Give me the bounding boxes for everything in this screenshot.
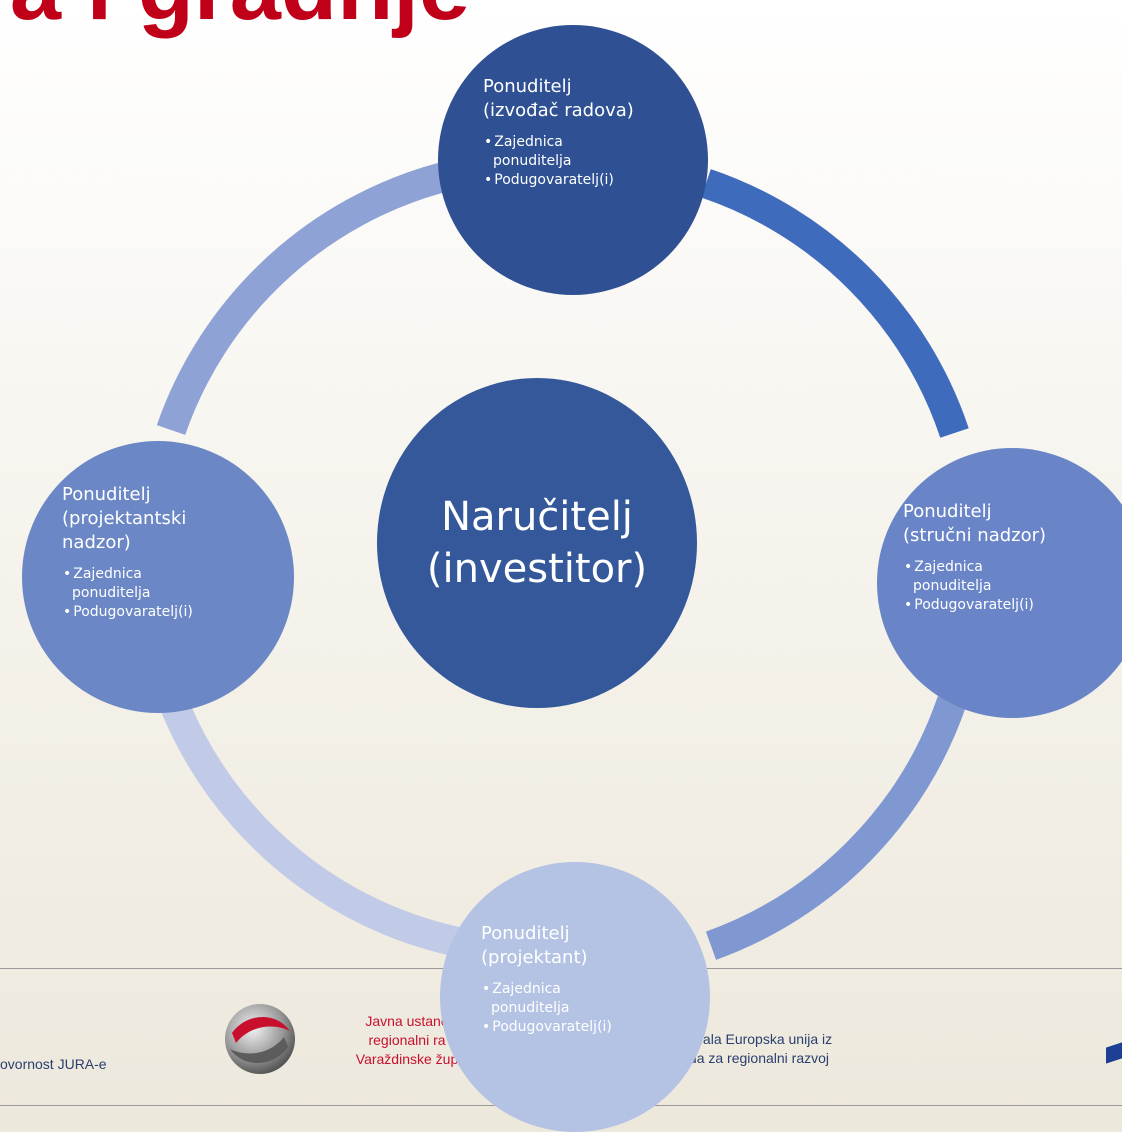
jura-logo-icon [225, 1004, 295, 1074]
bullet-item: Podugovaratelj(i) [483, 171, 708, 190]
bullet-item: Podugovaratelj(i) [62, 603, 294, 622]
center-node-client: Naručitelj (investitor) [377, 378, 697, 708]
node-title-line2: (stručni nadzor) [903, 525, 1047, 546]
ring-arc-top-right [701, 169, 969, 438]
ring-arc-right-bottom [705, 696, 967, 960]
bullet-item: Podugovaratelj(i) [903, 596, 1122, 615]
node-title-line2: (izvođač radova) [483, 100, 634, 121]
node-title-line1: Ponuditelj [483, 76, 572, 97]
node-bullet-list: Zajednica ponuditelja Podugovaratelj(i) [481, 980, 710, 1037]
node-designer: Ponuditelj (projektant) Zajednica ponudi… [440, 862, 710, 1132]
node-title-line2: (projektant) [481, 947, 588, 968]
bullet-item: Zajednica ponuditelja [481, 980, 601, 1018]
eu-line2: og fonda za regionalni razvoj [650, 1050, 830, 1066]
node-title-line1: Ponuditelj [481, 923, 570, 944]
node-contractor: Ponuditelj (izvođač radova) Zajednica po… [438, 25, 708, 295]
node-title-line1: Ponuditelj [903, 501, 992, 522]
jura-line2: regionalni ra [368, 1032, 446, 1048]
bullet-item: Zajednica ponuditelja [903, 558, 1023, 596]
center-title-line1: Naručitelj [441, 494, 633, 540]
ring-arc-bottom-left [161, 701, 464, 958]
node-bullet-list: Zajednica ponuditelja Podugovaratelj(i) [903, 558, 1122, 615]
node-title-line1: Ponuditelj [62, 484, 151, 505]
center-title-line2: (investitor) [426, 546, 648, 592]
node-design-supervision: Ponuditelj (projektantski nadzor) Zajedn… [22, 441, 294, 713]
bullet-item: Zajednica ponuditelja [483, 133, 603, 171]
bullet-item: Zajednica ponuditelja [62, 565, 182, 603]
ring-arc-left-top [156, 162, 446, 435]
slide-title: a i gradnje [0, 0, 470, 48]
jura-line1: Javna ustano [365, 1013, 449, 1029]
footer-disclaimer: ovornost JURA-e [0, 1056, 107, 1072]
node-bullet-list: Zajednica ponuditelja Podugovaratelj(i) [483, 133, 708, 190]
node-bullet-list: Zajednica ponuditelja Podugovaratelj(i) [62, 565, 294, 622]
footer-jura-text: Javna ustano regionalni ra Varaždinske ž… [327, 1012, 487, 1069]
node-professional-supervision: Ponuditelj (stručni nadzor) Zajednica po… [877, 448, 1122, 718]
node-title-line3: nadzor) [62, 532, 131, 553]
bullet-item: Podugovaratelj(i) [481, 1018, 710, 1037]
jura-line3: Varaždinske žup [355, 1051, 459, 1067]
node-title-line2: (projektantski [62, 508, 187, 529]
